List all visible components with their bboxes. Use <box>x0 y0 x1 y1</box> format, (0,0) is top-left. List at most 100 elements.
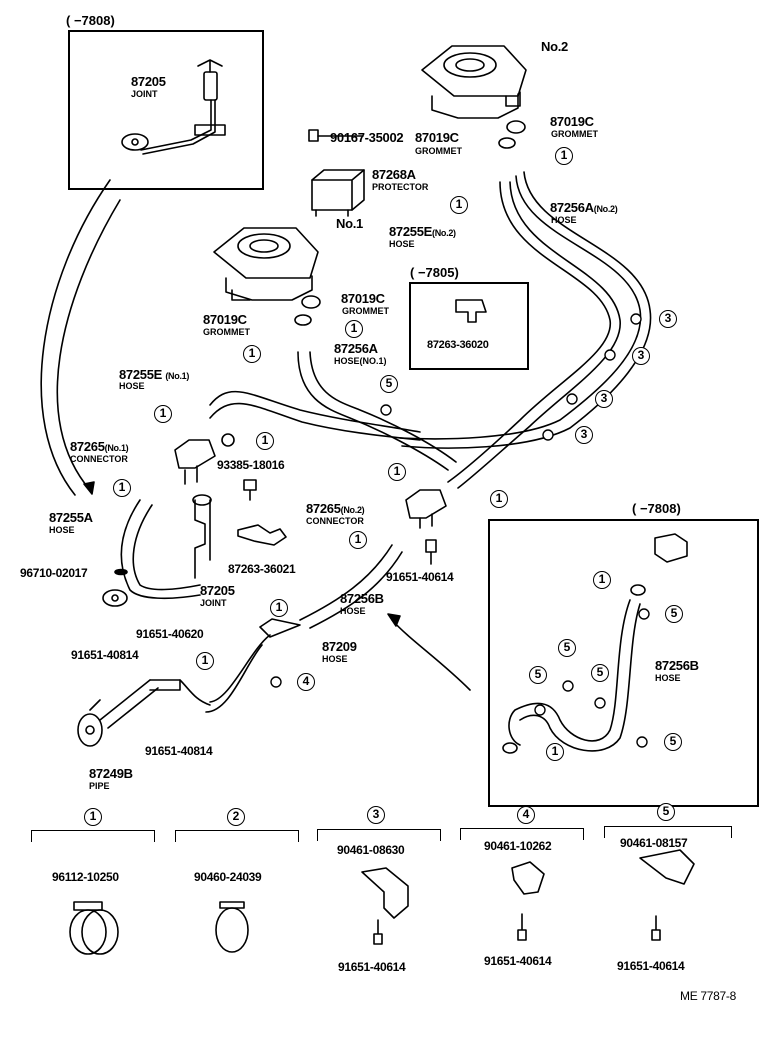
label-87265-no2: 87265(No.2) <box>306 501 365 516</box>
label-87019C-d: 87019C <box>203 312 247 327</box>
callout-1: 1 <box>450 196 468 214</box>
label-87263-36020: 87263-36020 <box>427 339 489 351</box>
callout-1: 1 <box>593 571 611 589</box>
label-no2: No.2 <box>541 39 568 54</box>
joint-87255A <box>102 494 212 607</box>
legend-bracket-4 <box>460 828 584 840</box>
callout-3: 3 <box>595 390 613 408</box>
label-hose-no1: HOSE(NO.1) <box>334 356 387 366</box>
label-grommet-a: GROMMET <box>551 129 598 139</box>
legend-bolt-3: 91651-40614 <box>338 960 406 974</box>
callout-1: 1 <box>243 345 261 363</box>
callout-5: 5 <box>591 664 609 682</box>
legend-part-1: 96112-10250 <box>52 870 119 884</box>
callout-1: 1 <box>349 531 367 549</box>
label-87255A: 87255A <box>49 510 93 525</box>
callout-1: 1 <box>196 652 214 670</box>
footer-code: ME 7787-8 <box>680 989 736 1003</box>
label-93385: 93385-18016 <box>217 458 285 472</box>
callout-5: 5 <box>558 639 576 657</box>
label-90167: 90167-35002 <box>330 130 404 145</box>
label-87019C-c: 87019C <box>341 291 385 306</box>
callout-1: 1 <box>113 479 131 497</box>
label-hose-d: HOSE <box>49 525 75 535</box>
label-87265-no2-num: 87265 <box>306 501 341 516</box>
label-no2-small: (No.2) <box>593 204 618 214</box>
callout-5: 5 <box>665 605 683 623</box>
label-hose-g: HOSE <box>655 673 681 683</box>
legend-bolt-5: 91651-40614 <box>617 959 685 973</box>
label-87205: 87205 <box>200 583 235 598</box>
inset-box-mid <box>409 282 529 370</box>
callout-3: 3 <box>632 347 650 365</box>
label-no2-small-c: (No.2) <box>340 505 365 515</box>
label-87256A-no2-num: 87256A <box>550 200 594 215</box>
label-87255E-no1-num: 87255E <box>119 367 163 382</box>
hose-87256B-inset <box>502 533 688 754</box>
label-91651-40620: 91651-40620 <box>136 627 204 641</box>
label-connector-a: CONNECTOR <box>70 454 128 464</box>
legend-bracket-3 <box>317 829 441 841</box>
legend-clamp-shapes <box>69 849 695 955</box>
label-87256A-no2: 87256A(No.2) <box>550 200 618 215</box>
label-87205-top: 87205 <box>131 74 166 89</box>
legend-bracket-5 <box>604 826 732 838</box>
callout-1: 1 <box>546 743 564 761</box>
label-grommet-c: GROMMET <box>342 306 389 316</box>
connector-no2 <box>405 489 447 565</box>
legend-bolt-4: 91651-40614 <box>484 954 552 968</box>
label-grommet-d: GROMMET <box>203 327 250 337</box>
label-hose-e: HOSE <box>340 606 366 616</box>
label-pipe: PIPE <box>89 781 110 791</box>
label-91651-40814-a: 91651-40814 <box>71 648 139 662</box>
label-87209: 87209 <box>322 639 357 654</box>
callout-1: 1 <box>555 147 573 165</box>
label-96710: 96710-02017 <box>20 566 88 580</box>
callout-1: 1 <box>154 405 172 423</box>
callout-5: 5 <box>380 375 398 393</box>
label-91651-40814-b: 91651-40814 <box>145 744 213 758</box>
label-87249B: 87249B <box>89 766 133 781</box>
label-87255E-no2: 87255E(No.2) <box>389 225 456 238</box>
label-joint-b: JOINT <box>200 598 227 608</box>
callout-4: 4 <box>297 673 315 691</box>
label-hose-a: HOSE <box>551 215 577 225</box>
callout-3: 3 <box>575 426 593 444</box>
inset-header-right: ( −7808) <box>632 501 681 516</box>
hoses-no1 <box>209 351 457 471</box>
label-hose-b: HOSE <box>389 239 415 249</box>
joint-pipe-top-inset <box>121 59 226 155</box>
inset-box-top-left <box>68 30 264 190</box>
legend-part-2: 90460-24039 <box>194 870 262 884</box>
label-87265-no1: 87265(No.1) <box>70 440 129 453</box>
hoses-long <box>399 171 652 489</box>
protector-shape <box>311 169 365 217</box>
label-87255E-no2-num: 87255E <box>389 224 433 239</box>
connector-no1 <box>174 433 257 501</box>
label-91651-40614-a: 91651-40614 <box>386 570 454 584</box>
legend-num-4: 4 <box>517 806 535 824</box>
valve-no2 <box>308 45 527 149</box>
callout-5: 5 <box>529 666 547 684</box>
label-87019C-b: 87019C <box>415 130 459 145</box>
inset-box-right <box>488 519 759 807</box>
callout-1: 1 <box>388 463 406 481</box>
legend-bracket-1 <box>31 830 155 842</box>
label-87256B-a: 87256B <box>340 591 384 606</box>
legend-part-3: 90461-08630 <box>337 843 405 857</box>
legend-num-1: 1 <box>84 808 102 826</box>
legend-part-4: 90461-10262 <box>484 839 552 853</box>
legend-num-5: 5 <box>657 803 675 821</box>
valve-no1 <box>213 227 321 326</box>
label-87268A: 87268A <box>372 167 416 182</box>
legend-bracket-2 <box>175 830 299 842</box>
label-87255E-no1: 87255E (No.1) <box>119 368 189 381</box>
legend-num-3: 3 <box>367 806 385 824</box>
callout-1: 1 <box>256 432 274 450</box>
label-no2-small-b: (No.2) <box>432 228 456 238</box>
callout-1: 1 <box>270 599 288 617</box>
label-no1: No.1 <box>336 216 363 231</box>
inset-header-top-left: ( −7808) <box>66 13 115 28</box>
